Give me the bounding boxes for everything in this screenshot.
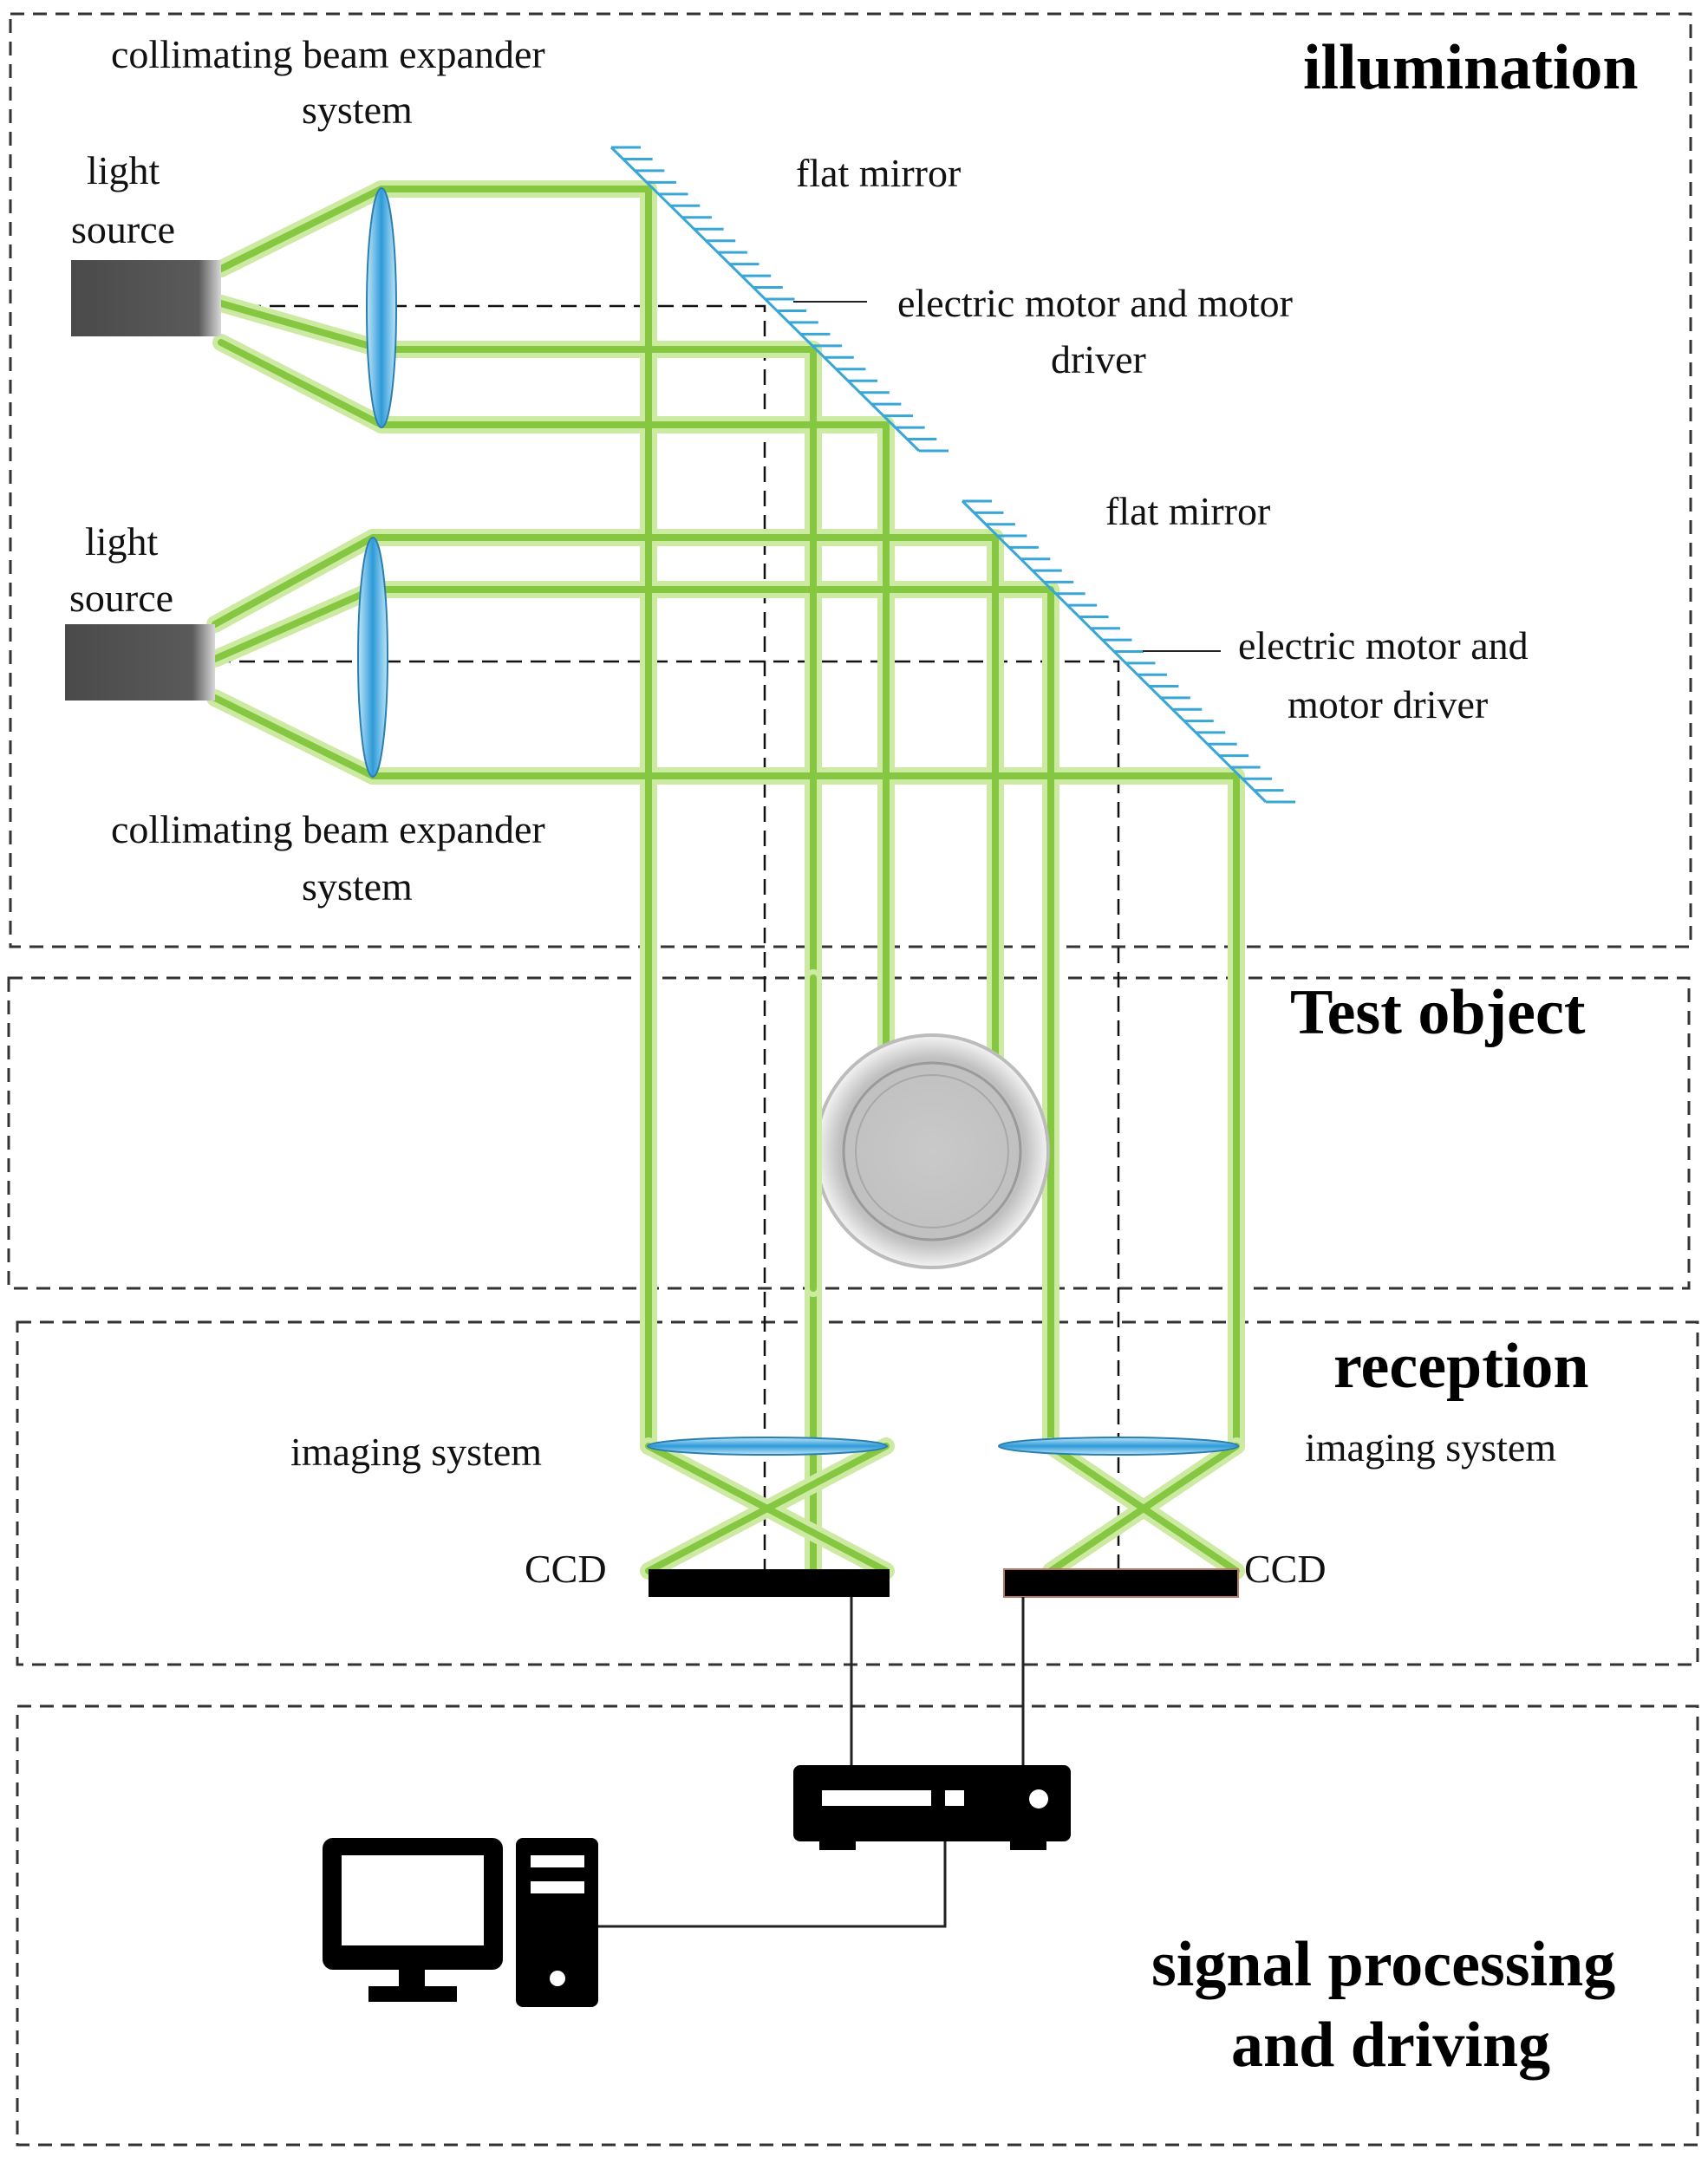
light-source-icon — [71, 260, 221, 336]
light-source-icon — [65, 624, 215, 701]
test-object-section-box — [7, 976, 1691, 1290]
cbe-top-label-line1: collimating beam expander — [111, 32, 545, 76]
lens-icon — [647, 1437, 888, 1456]
signal-section-title-line2: and driving — [1231, 2010, 1550, 2081]
motor-bottom-label-line2: motor driver — [1288, 682, 1488, 727]
lens-icon — [998, 1437, 1239, 1456]
ccd-left-label: CCD — [525, 1547, 607, 1591]
cbe-bottom-label-line1: collimating beam expander — [111, 807, 545, 851]
light-source-bottom-label-line2: source — [69, 576, 173, 620]
cbe-bottom-label-line2: system — [302, 864, 413, 909]
flat-mirror-bottom-label: flat mirror — [1105, 489, 1270, 533]
lens-icon — [366, 187, 397, 428]
flat-mirror-icon — [610, 146, 949, 453]
motor-bottom-label-line1: electric motor and — [1238, 623, 1529, 668]
reception-section-box — [16, 1320, 1699, 1666]
motor-top-label-line1: electric motor and motor — [897, 281, 1293, 325]
reception-section-title: reception — [1333, 1331, 1589, 1402]
ccd-sensor-icon — [1003, 1568, 1239, 1598]
signal-section-title-line1: signal processing — [1151, 1929, 1615, 2000]
ccd-sensor-icon — [649, 1569, 890, 1597]
flat-mirror-top-label: flat mirror — [796, 151, 961, 195]
imaging-system-right-label: imaging system — [1305, 1425, 1556, 1469]
cbe-top-label-line2: system — [302, 88, 413, 132]
motor-top-label-line2: driver — [1051, 337, 1146, 381]
signal-wires — [598, 1597, 1025, 1928]
light-source-top-label-line2: source — [71, 207, 175, 251]
optical-axes — [215, 304, 1120, 1571]
imaging-system-left-label: imaging system — [290, 1430, 542, 1474]
illumination-section-title: illumination — [1303, 32, 1639, 103]
flat-mirror-icon — [961, 499, 1295, 804]
light-source-bottom-label-line1: light — [85, 519, 159, 564]
computer-icon — [323, 1838, 598, 2007]
controller-device-icon — [793, 1765, 1071, 1850]
signal-section-box — [16, 1704, 1699, 2147]
illumination-section-box — [9, 12, 1692, 948]
test-object-section-title: Test object — [1290, 977, 1586, 1048]
ccd-right-label: CCD — [1244, 1547, 1327, 1591]
lens-icon — [357, 537, 388, 778]
test-object-icon — [814, 1033, 1050, 1269]
light-source-top-label-line1: light — [87, 148, 160, 192]
